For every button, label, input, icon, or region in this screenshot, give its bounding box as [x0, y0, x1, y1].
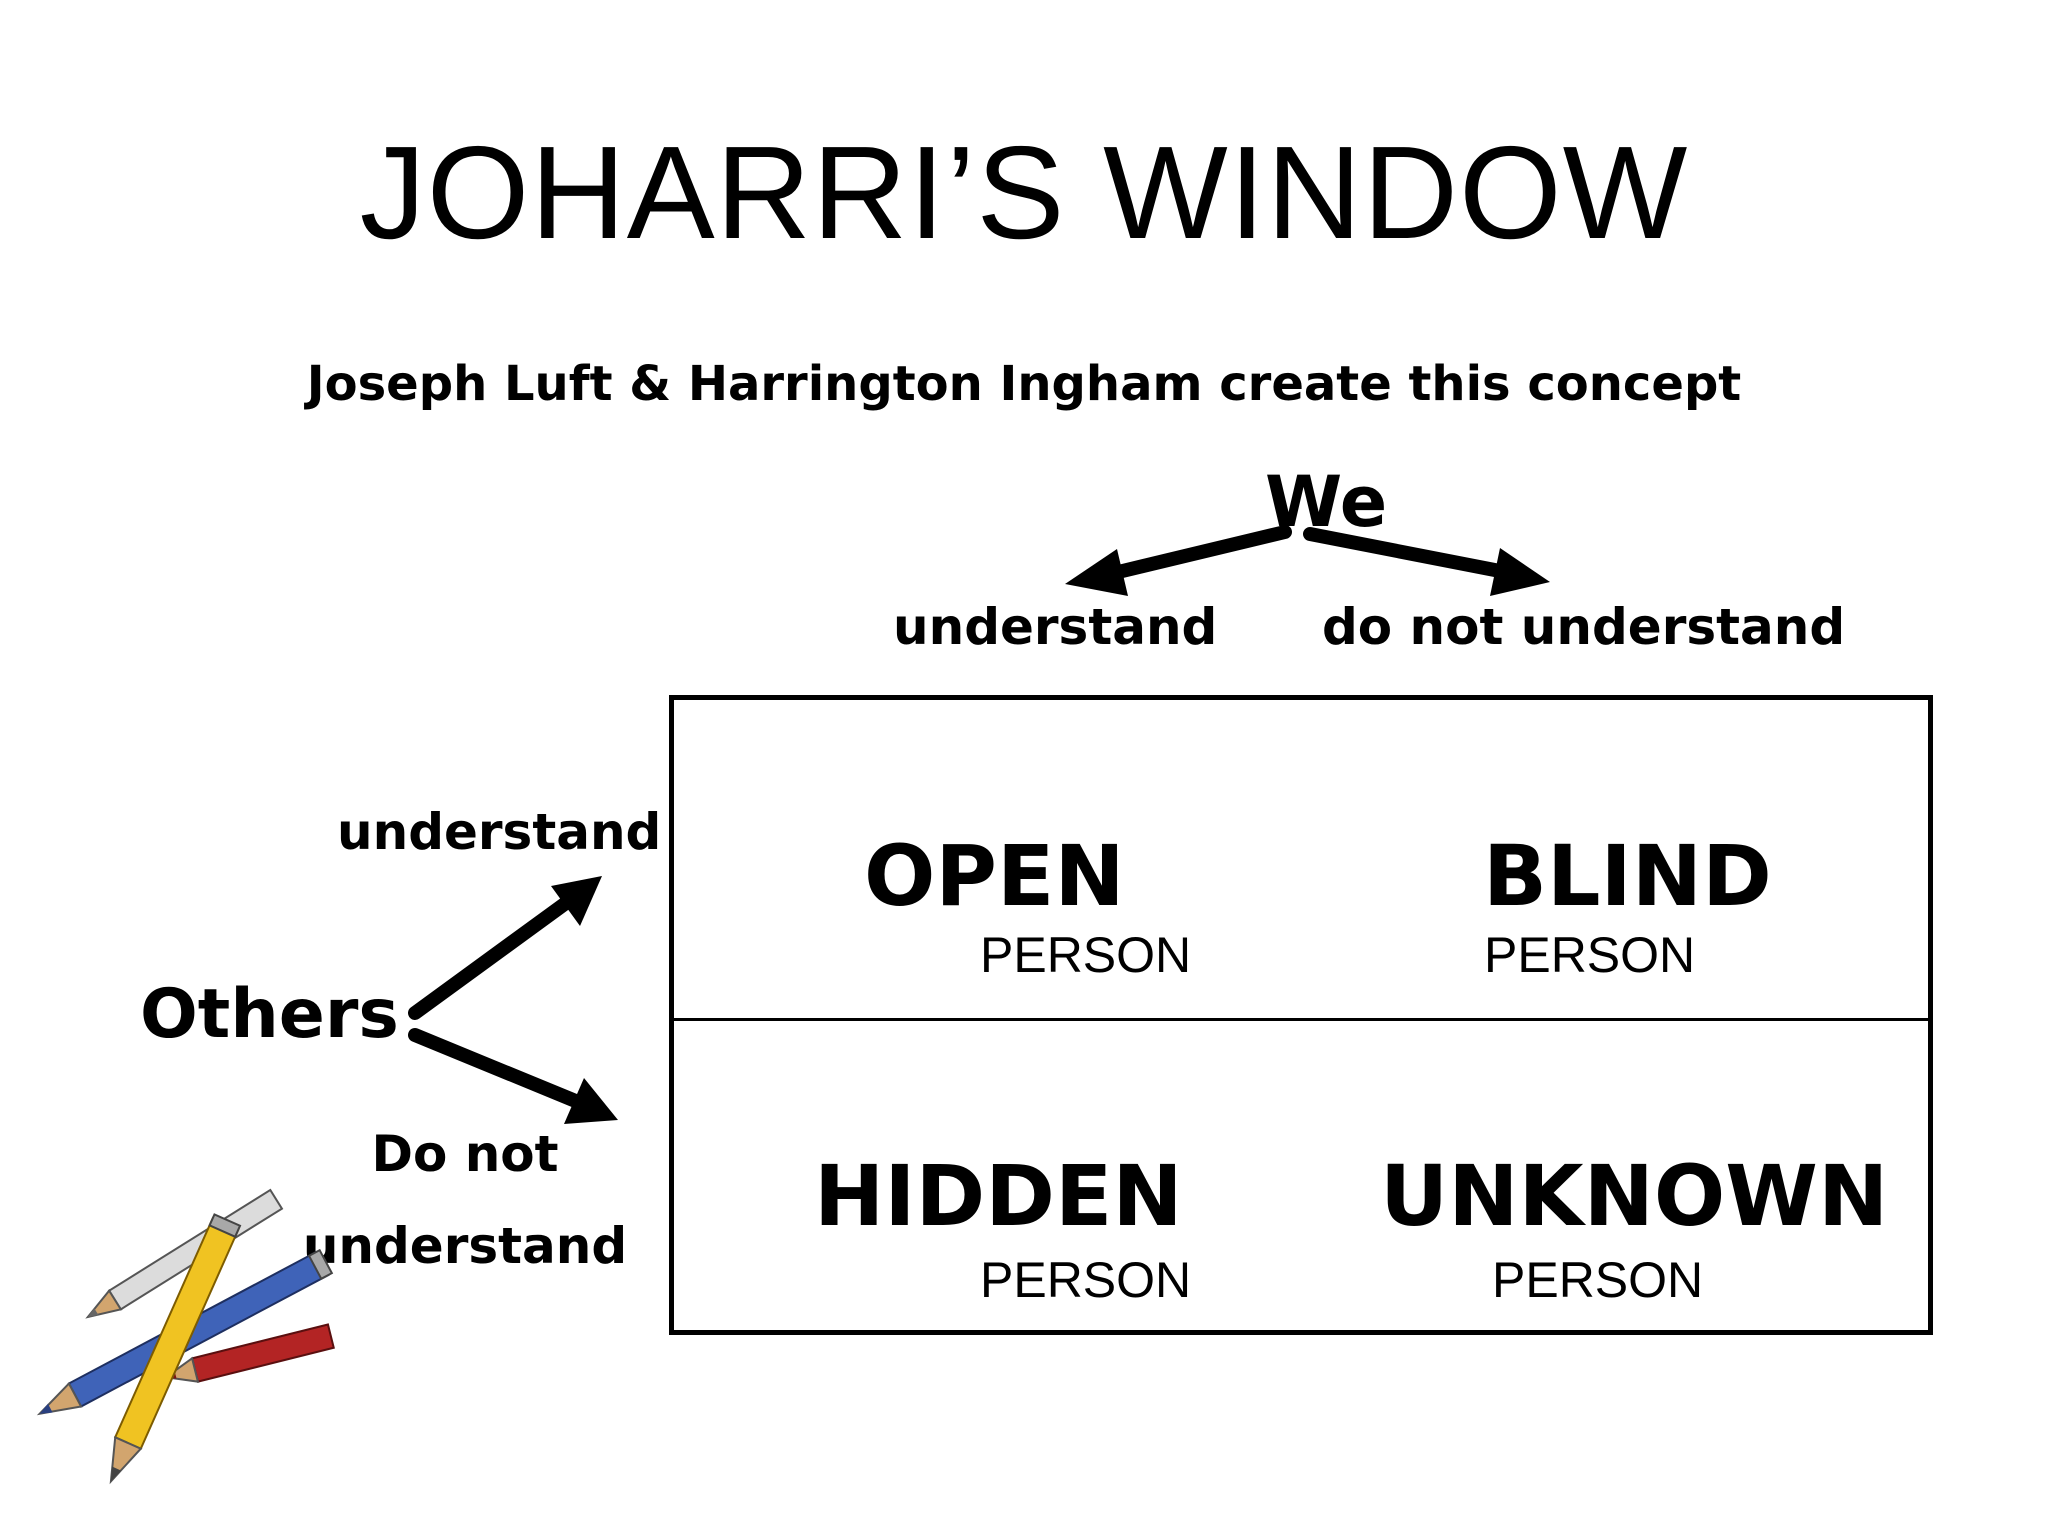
johari-grid: OPEN PERSON BLIND PERSON HIDDEN PERSON U… [669, 695, 1933, 1335]
others-understand-label: understand [337, 803, 662, 861]
others-up-arrow [408, 876, 602, 1020]
we-right-arrow [1303, 527, 1550, 596]
quadrant-unknown-title: UNKNOWN [1380, 1147, 1889, 1245]
quadrant-blind-subtitle: PERSON [1484, 927, 1696, 983]
we-understand-label: understand [893, 598, 1218, 656]
others-label: Others [140, 975, 399, 1054]
quadrant-open-title: OPEN [864, 827, 1125, 925]
quadrant-unknown-subtitle: PERSON [1492, 1252, 1704, 1308]
slide-subtitle: Joseph Luft & Harrington Ingham create t… [306, 356, 1742, 412]
we-not-understand-label: do not understand [1322, 598, 1846, 656]
grid-divider [674, 1018, 1928, 1021]
quadrant-hidden-title: HIDDEN [814, 1147, 1183, 1245]
quadrant-open-subtitle: PERSON [980, 927, 1192, 983]
pencils-icon [36, 1188, 335, 1485]
we-left-arrow [1065, 525, 1292, 596]
quadrant-blind-title: BLIND [1483, 827, 1772, 925]
we-label: We [1265, 461, 1388, 543]
others-not-understand-label: Do not understand [302, 1125, 628, 1275]
slide-title: JOHARRI’S WINDOW [359, 119, 1689, 266]
quadrant-hidden-subtitle: PERSON [980, 1252, 1192, 1308]
